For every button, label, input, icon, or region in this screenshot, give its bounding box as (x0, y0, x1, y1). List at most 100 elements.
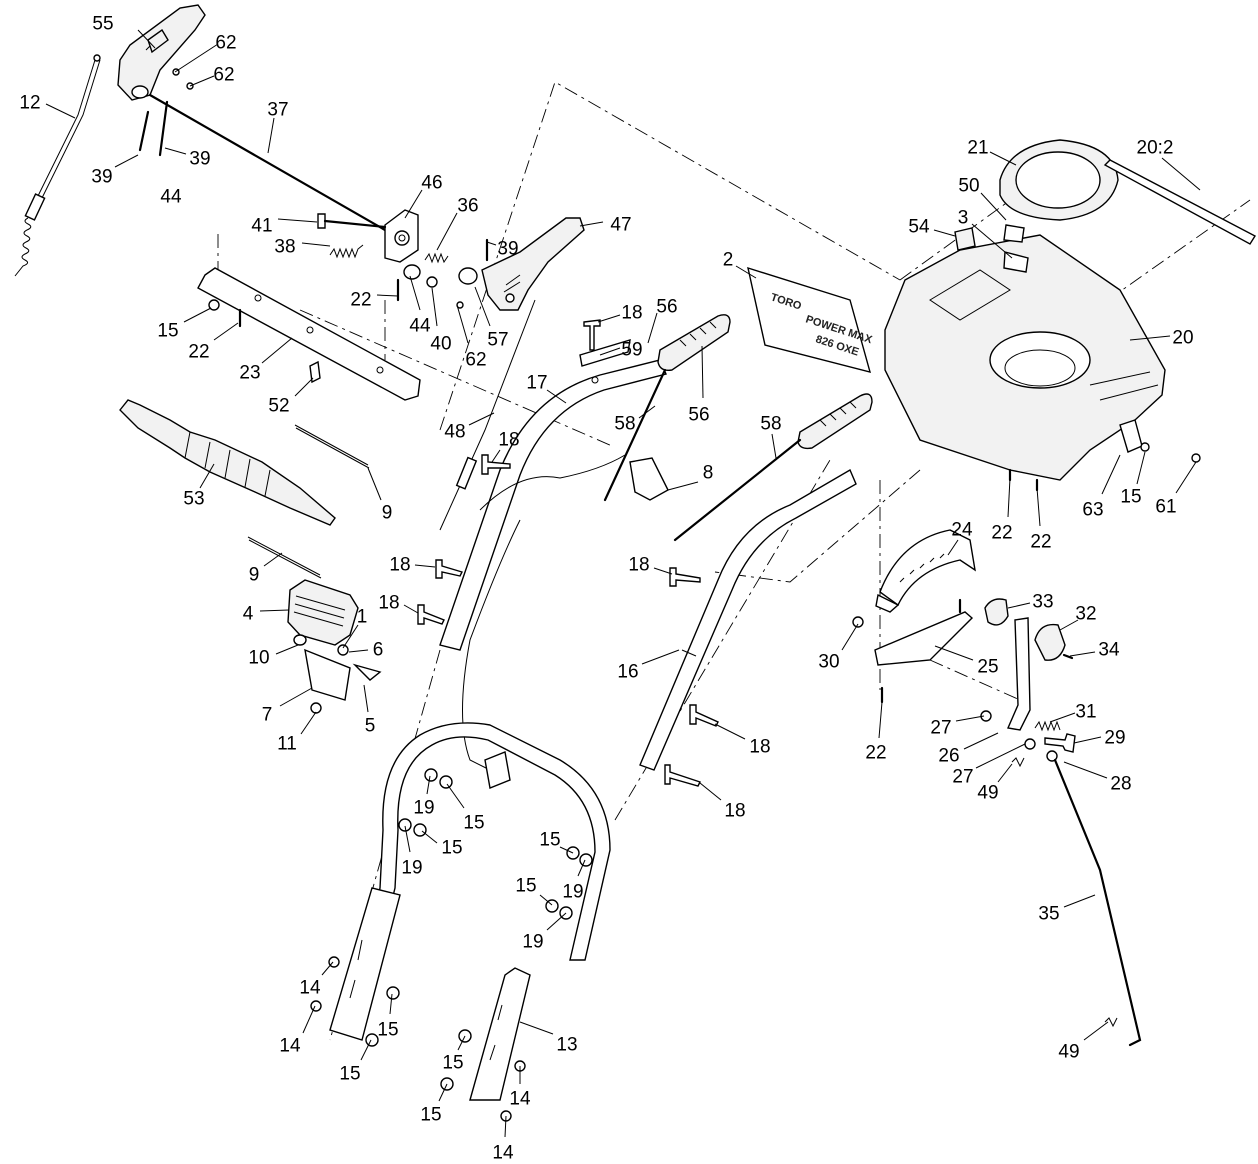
leader-c-22c (1007, 477, 1011, 518)
callout-c-40: 40 (430, 334, 451, 355)
leader-c-32 (1059, 619, 1079, 631)
callout-c-56b: 56 (688, 405, 709, 426)
leader-c-62c (456, 304, 469, 344)
handle-17 (439, 359, 667, 651)
leader-c-58a (638, 405, 656, 419)
leader-c-63 (1101, 454, 1121, 495)
callout-c-25: 25 (977, 657, 998, 678)
callout-c-15a: 15 (157, 321, 178, 342)
callout-c-44b: 44 (409, 316, 431, 337)
callout-c-53: 53 (183, 489, 204, 510)
washer-27a (980, 710, 992, 722)
callout-c-6: 6 (373, 640, 384, 661)
callout-c-23: 23 (239, 363, 260, 384)
leader-c-18a (597, 314, 621, 323)
leader-c-26 (963, 732, 999, 750)
leader-c-23 (261, 337, 293, 364)
callout-c-52: 52 (268, 396, 289, 417)
leader-c-20 (1129, 335, 1171, 341)
leader-c-59 (599, 347, 621, 356)
leader-c-44b (409, 275, 421, 311)
clip-49b (1104, 1017, 1118, 1028)
leader-c-30 (841, 623, 859, 651)
leader-c-39b (164, 147, 187, 155)
callout-c-14d: 14 (492, 1143, 514, 1164)
leader-c-50 (980, 192, 1007, 221)
callout-c-14c: 14 (509, 1089, 531, 1110)
leader-c-18f (714, 723, 746, 740)
bracket-25 (852, 598, 974, 704)
leader-c-19d (546, 912, 567, 931)
callout-c-19c: 19 (562, 882, 583, 903)
callout-c-12: 12 (19, 93, 40, 114)
leader-c-15e (559, 846, 574, 854)
callout-c-19a: 19 (413, 798, 434, 819)
clip-49a (1011, 757, 1025, 768)
leader-c-55 (137, 29, 156, 49)
leader-c-34 (1069, 651, 1096, 657)
callout-c-33: 33 (1032, 592, 1053, 613)
leader-c-49b (1083, 1021, 1109, 1041)
leader-c-58b (771, 433, 777, 459)
leader-c-17 (546, 389, 567, 404)
pin-18d (435, 559, 463, 579)
callout-c-30: 30 (818, 652, 839, 673)
pin-34 (1062, 653, 1074, 660)
leader-c-56b (701, 345, 704, 399)
callout-c-22b: 22 (188, 342, 209, 363)
callout-c-17: 17 (526, 373, 547, 394)
callout-c-15e: 15 (539, 830, 560, 851)
leader-c-18d (414, 564, 436, 568)
callout-c-50: 50 (958, 176, 979, 197)
leader-c-36 (436, 212, 458, 251)
leader-c-33 (1007, 602, 1031, 609)
leader-c-2 (735, 265, 757, 279)
callout-c-18g: 18 (724, 801, 745, 822)
leader-c-1 (342, 624, 359, 649)
leader-c-9b (263, 552, 283, 567)
pin-18c (669, 567, 701, 587)
callout-c-62c: 62 (465, 350, 486, 371)
leader-c-7 (279, 687, 313, 707)
callout-c-20-2: 20:2 (1137, 138, 1174, 159)
callout-c-46: 46 (421, 173, 442, 194)
headlight-4 (287, 579, 382, 714)
leader-c-15a (183, 307, 212, 323)
leader-c-9a (367, 467, 382, 501)
callout-c-28: 28 (1110, 774, 1131, 795)
leader-c-19b (404, 825, 411, 853)
callout-c-5: 5 (365, 716, 376, 737)
pin-18b (481, 454, 511, 475)
callout-c-29: 29 (1104, 728, 1125, 749)
callout-c-39a: 39 (91, 167, 112, 188)
spacer-57 (458, 267, 478, 285)
leader-c-22e (878, 701, 883, 739)
callout-c-57: 57 (487, 330, 508, 351)
spring-36 (424, 252, 449, 264)
leader-c-14b (302, 1005, 316, 1034)
pin-18f (689, 704, 719, 727)
grip-58 (673, 393, 873, 542)
leader-c-20-2 (1161, 157, 1201, 191)
callout-c-27a: 27 (930, 718, 951, 739)
leader-c-39a (114, 154, 139, 168)
callout-c-21: 21 (967, 138, 988, 159)
callout-c-39c: 39 (497, 239, 518, 260)
housing-20 (884, 234, 1201, 492)
handle-16 (639, 468, 857, 771)
leader-c-19a (426, 775, 431, 795)
cable-tie-9a (294, 424, 370, 469)
callout-c-34: 34 (1098, 640, 1120, 661)
bolt-41 (317, 213, 387, 229)
washer-40 (426, 276, 438, 288)
callout-c-62b: 62 (213, 65, 234, 86)
leader-c-22a (376, 294, 399, 297)
leader-c-18b (491, 449, 501, 463)
grip-56 (603, 314, 731, 502)
pin-18a (583, 319, 601, 351)
leader-c-31 (1049, 712, 1076, 723)
leader-c-6 (348, 649, 369, 653)
callout-c-15i: 15 (442, 1053, 463, 1074)
handle-grip-55 (117, 4, 206, 101)
